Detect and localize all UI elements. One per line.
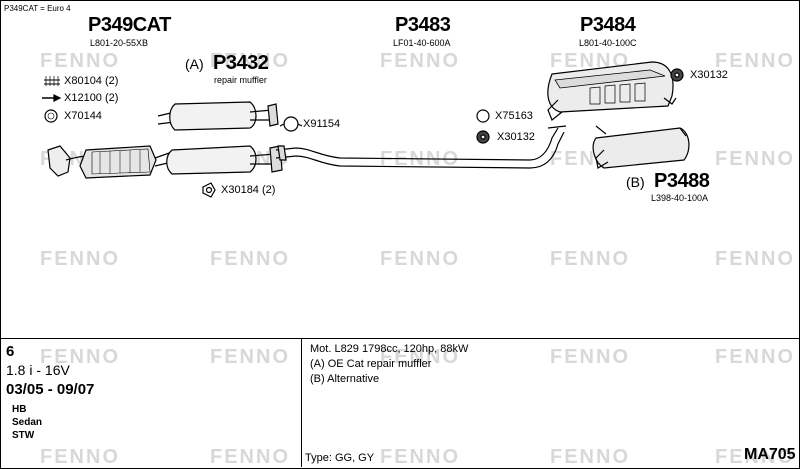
watermark: FENNO bbox=[715, 148, 795, 170]
watermark: FENNO bbox=[380, 346, 460, 368]
watermark: FENNO bbox=[380, 50, 460, 72]
rubber-icon-x30132-left bbox=[476, 130, 490, 144]
type-info: Type: GG, GY bbox=[305, 452, 375, 464]
part-code-p3484: L801-40-100C bbox=[579, 38, 637, 48]
vehicle-body-hb: HB bbox=[12, 404, 27, 415]
accessory-label-x80104[interactable]: X80104 (2) bbox=[64, 75, 119, 87]
watermark: FENNO bbox=[210, 446, 290, 468]
repair-muffler-drawing bbox=[157, 101, 279, 131]
watermark: FENNO bbox=[550, 446, 630, 468]
rubber-icon-x30132-right bbox=[670, 68, 684, 82]
ring-icon-x75163 bbox=[476, 109, 490, 123]
part-prefix-p3488: (B) bbox=[626, 174, 645, 190]
watermark: FENNO bbox=[210, 248, 290, 270]
gasket-icon-x30184 bbox=[202, 182, 216, 198]
header-note: P349CAT = Euro 4 bbox=[4, 4, 71, 13]
part-number-p3484[interactable]: P3484 bbox=[580, 14, 636, 36]
panel-divider-vertical bbox=[301, 338, 302, 467]
accessory-label-x30132-right[interactable]: X30132 bbox=[690, 69, 728, 81]
watermark: FENNO bbox=[210, 346, 290, 368]
part-number-p3432[interactable]: P3432 bbox=[213, 52, 269, 74]
watermark: FENNO bbox=[550, 248, 630, 270]
vehicle-body-stw: STW bbox=[12, 430, 35, 441]
watermark: FENNO bbox=[40, 346, 120, 368]
watermark: FENNO bbox=[550, 346, 630, 368]
exhaust-drawing bbox=[42, 61, 690, 198]
watermark: FENNO bbox=[715, 50, 795, 72]
middle-muffler-drawing bbox=[166, 145, 283, 175]
accessory-label-x30184[interactable]: X30184 (2) bbox=[221, 184, 276, 196]
vehicle-engine: 1.8 i - 16V bbox=[6, 362, 70, 378]
alternative-muffler-drawing bbox=[592, 125, 690, 169]
watermark: FENNO bbox=[715, 446, 795, 468]
vehicle-years: 03/05 - 09/07 bbox=[6, 381, 95, 398]
part-number-p3488[interactable]: P3488 bbox=[654, 170, 710, 192]
long-pipe-drawing bbox=[275, 125, 567, 169]
reference-code: MA705 bbox=[744, 446, 796, 463]
part-code-p3483: LF01-40-600A bbox=[393, 38, 451, 48]
bolt-icon-x12100 bbox=[42, 94, 62, 102]
hanger-icon-x80104 bbox=[44, 76, 60, 86]
watermark: FENNO bbox=[210, 50, 290, 72]
watermark: FENNO bbox=[550, 50, 630, 72]
part-number-p3483[interactable]: P3483 bbox=[395, 14, 451, 36]
rear-muffler-drawing bbox=[547, 61, 677, 121]
accessory-label-x30132-left[interactable]: X30132 bbox=[497, 131, 535, 143]
part-prefix-p3432: (A) bbox=[185, 56, 204, 72]
watermark: FENNO bbox=[715, 346, 795, 368]
vehicle-model: 6 bbox=[6, 343, 15, 360]
watermark: FENNO bbox=[715, 248, 795, 270]
vehicle-body-sedan: Sedan bbox=[12, 417, 43, 428]
accessory-label-x70144[interactable]: X70144 bbox=[64, 110, 102, 122]
clamp-icon-x91154 bbox=[279, 116, 303, 132]
engine-info: Mot. L829 1798cc, 120hp, 88kW bbox=[310, 343, 469, 355]
part-code-p349cat: L801-20-55XB bbox=[90, 38, 149, 48]
note-b: (B) Alternative bbox=[310, 373, 380, 385]
part-desc-p3432: repair muffler bbox=[214, 75, 267, 85]
note-a: (A) OE Cat repair muffler bbox=[310, 358, 432, 370]
accessory-label-x75163[interactable]: X75163 bbox=[495, 110, 533, 122]
watermark: FENNO bbox=[380, 248, 460, 270]
watermark: FENNO bbox=[40, 446, 120, 468]
accessory-label-x91154[interactable]: X91154 bbox=[303, 118, 341, 130]
panel-divider-horizontal bbox=[1, 338, 799, 339]
catalyst-part-drawing bbox=[47, 145, 173, 179]
ring-icon-x70144 bbox=[44, 109, 58, 123]
watermark: FENNO bbox=[380, 446, 460, 468]
watermark: FENNO bbox=[40, 248, 120, 270]
accessory-label-x12100[interactable]: X12100 (2) bbox=[64, 92, 119, 104]
part-code-p3488: L398-40-100A bbox=[651, 193, 709, 203]
watermark: FENNO bbox=[40, 50, 120, 72]
part-number-p349cat[interactable]: P349CAT bbox=[88, 14, 171, 36]
